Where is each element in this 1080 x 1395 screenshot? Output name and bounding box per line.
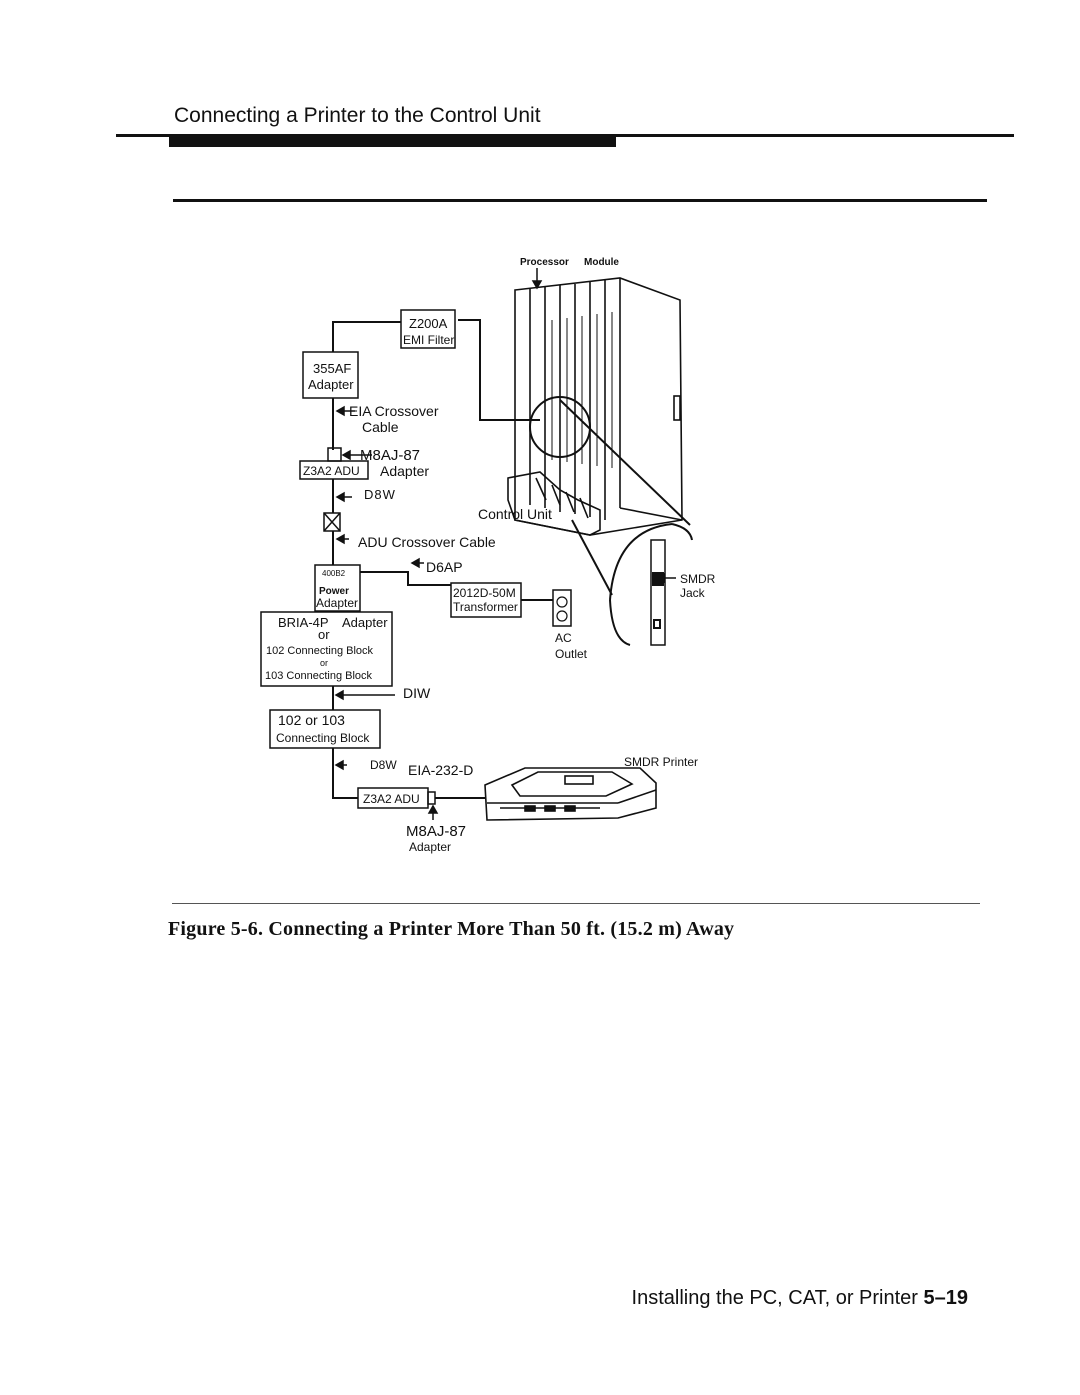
m8aj87-connector-top	[327, 447, 342, 462]
ac-outlet-box	[552, 589, 572, 627]
label-adapter-right: Adapter	[380, 463, 429, 479]
figure-caption: Figure 5-6. Connecting a Printer More Th…	[168, 918, 735, 940]
label-ac: AC	[555, 631, 572, 645]
label-connecting-block: Connecting Block	[276, 731, 370, 745]
label-cb103: 103 Connecting Block	[265, 670, 373, 682]
label-smdr-printer: SMDR Printer	[624, 755, 698, 769]
label-eia232d: EIA-232-D	[408, 762, 473, 778]
page-header-title: Connecting a Printer to the Control Unit	[174, 104, 541, 127]
label-power: Power	[319, 586, 349, 597]
header-rule	[116, 134, 1014, 137]
label-jack: Jack	[680, 586, 706, 600]
connection-diagram: Processor Module Z200A EMI Filter 355AF …	[260, 257, 716, 854]
label-355af: 355AF	[313, 361, 351, 376]
label-smdr: SMDR	[680, 572, 716, 586]
label-adapter-bottom: Adapter	[409, 840, 451, 854]
footer-text: Installing the PC, CAT, or Printer	[631, 1287, 924, 1309]
control-unit-cabinet	[507, 277, 683, 536]
355af-to-z200a-line	[332, 321, 401, 352]
label-z3a2-top: Z3A2 ADU	[303, 464, 360, 478]
z200a-box	[400, 309, 456, 349]
page-footer: Installing the PC, CAT, or Printer 5–19	[632, 1287, 968, 1310]
label-bria4p: BRIA-4P	[278, 615, 329, 630]
label-control-unit: Control Unit	[478, 506, 552, 522]
355af-box	[302, 351, 359, 399]
d6ap-line	[360, 571, 451, 586]
section-rule	[173, 199, 987, 202]
label-eia-crossover: EIA Crossover	[349, 403, 439, 419]
bria4p-block-box	[260, 611, 393, 687]
label-m8aj87-top: M8AJ-87	[360, 447, 420, 464]
label-processor: Processor	[520, 257, 569, 268]
label-power-adapter: Adapter	[316, 596, 358, 610]
header-rule-thick	[169, 136, 616, 147]
label-z3a2-bottom: Z3A2 ADU	[363, 792, 420, 806]
smdr-jack-zoom	[559, 399, 693, 646]
z200a-to-control-line	[458, 319, 540, 421]
label-d8w-top: D8W	[364, 487, 396, 502]
label-355af-adapter: Adapter	[308, 377, 354, 392]
label-bria-adapter: Adapter	[342, 615, 388, 630]
d8w-bottom-line	[332, 748, 358, 799]
102-103-block-box	[269, 709, 381, 749]
label-d8w-bottom: D8W	[370, 758, 397, 772]
label-outlet: Outlet	[555, 647, 588, 661]
slot-ticks	[551, 312, 613, 468]
label-z200a: Z200A	[409, 316, 448, 331]
label-transformer-model: 2012D-50M	[453, 586, 516, 600]
label-cable: Cable	[362, 419, 399, 435]
label-diw: DIW	[403, 685, 431, 701]
smdr-printer	[484, 767, 657, 821]
label-transformer: Transformer	[453, 600, 518, 614]
label-400b2: 400B2	[322, 569, 346, 578]
400b2-box	[314, 564, 361, 612]
label-d6ap: D6AP	[426, 559, 463, 575]
label-cb102: 102 Connecting Block	[266, 645, 374, 657]
label-or-2: or	[320, 658, 328, 668]
caption-rule	[172, 903, 980, 904]
label-or-1: or	[318, 627, 330, 642]
label-emi-filter: EMI Filter	[403, 333, 454, 347]
page-number: 5–19	[923, 1287, 969, 1309]
label-module: Module	[584, 257, 619, 268]
label-m8aj87-bottom: M8AJ-87	[406, 823, 466, 840]
label-102-or-103: 102 or 103	[278, 712, 345, 728]
label-adu-crossover: ADU Crossover Cable	[358, 534, 496, 550]
